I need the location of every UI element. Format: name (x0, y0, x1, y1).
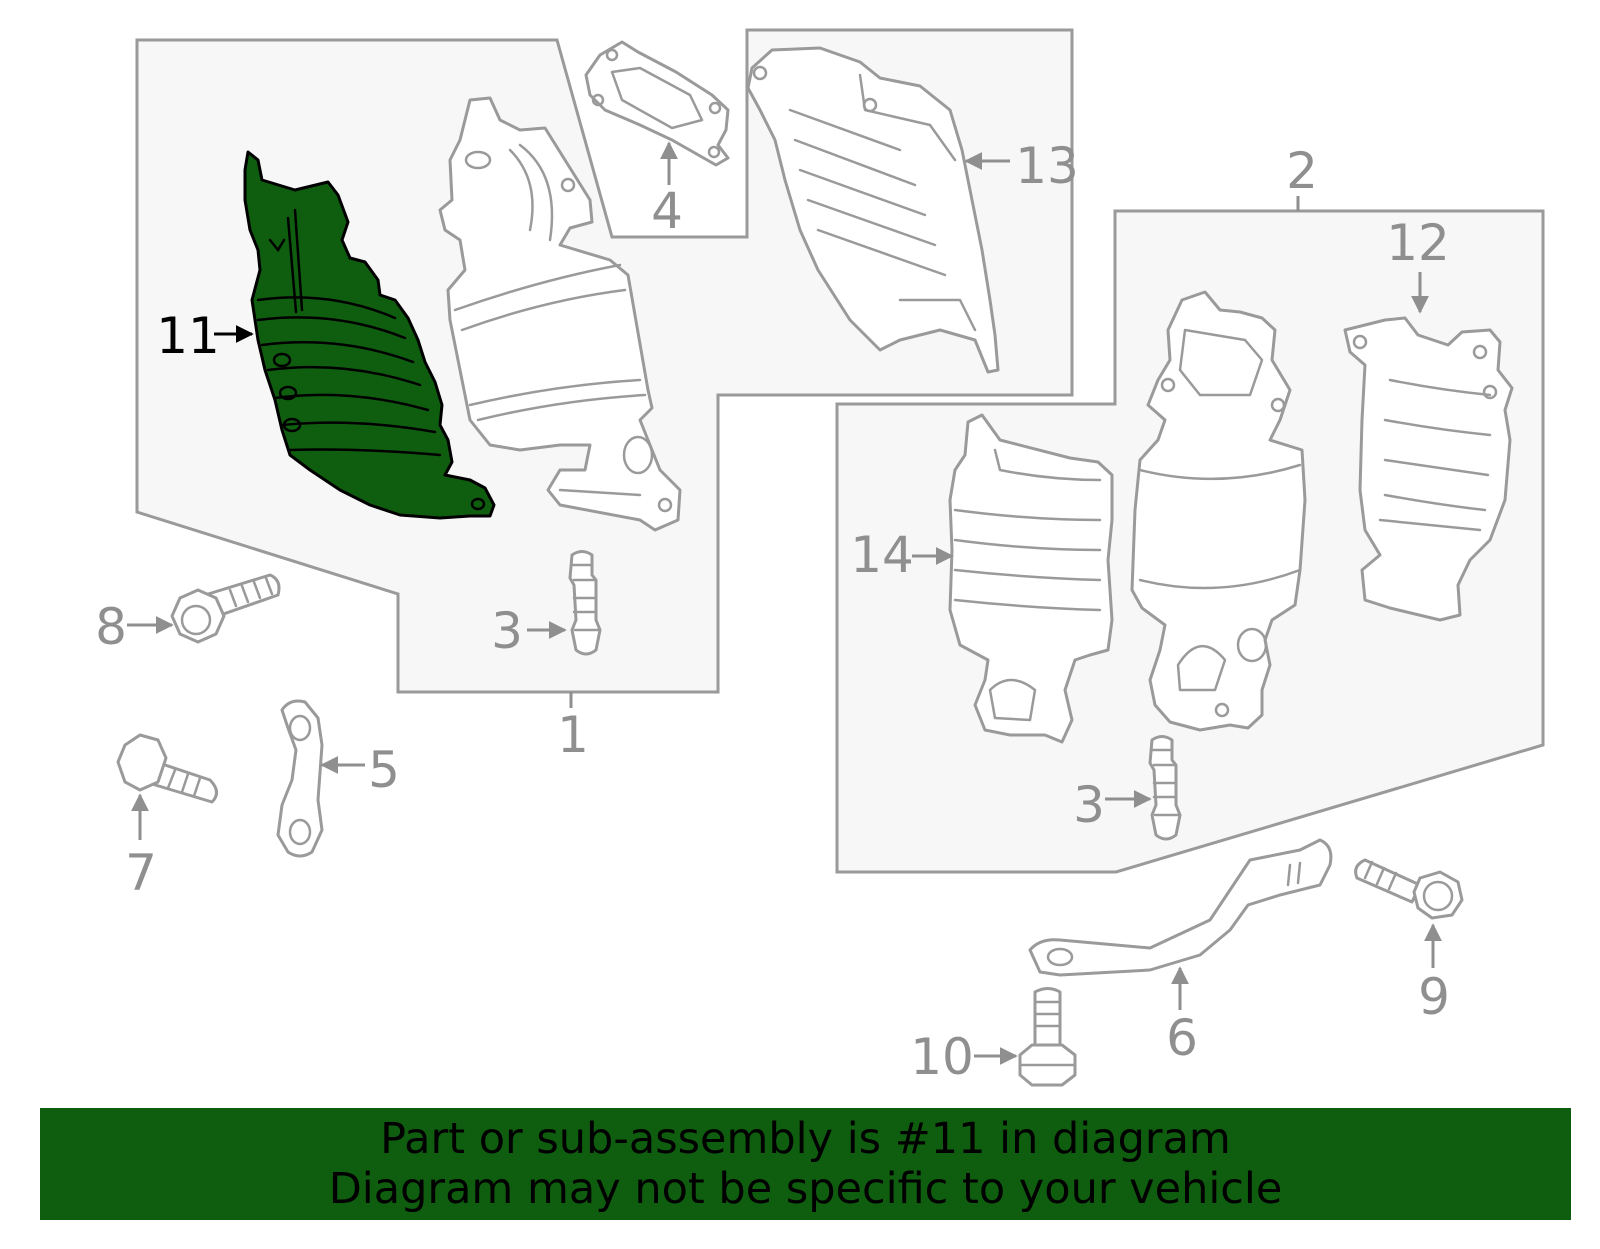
bracket-part-6 (1028, 838, 1333, 977)
callout-3a: 3 (491, 602, 523, 660)
callout-6: 6 (1166, 1009, 1198, 1067)
heat-shield-part-14 (948, 413, 1114, 744)
bolt-part-8 (170, 573, 281, 644)
bracket-part-5 (276, 699, 324, 858)
bolt-part-10 (1018, 987, 1077, 1087)
banner-line-1: Part or sub-assembly is #11 in diagram (380, 1114, 1231, 1164)
callout-4: 4 (651, 182, 683, 240)
callout-3b: 3 (1073, 776, 1105, 834)
callout-1: 1 (557, 706, 589, 764)
heat-shield-part-12 (1343, 316, 1514, 622)
callout-5: 5 (368, 741, 400, 799)
callout-10: 10 (910, 1028, 974, 1086)
callout-2: 2 (1286, 142, 1318, 200)
sensor-part-3-lower (1148, 735, 1182, 841)
callout-11: 11 (156, 307, 220, 365)
callout-9: 9 (1418, 968, 1450, 1026)
banner-line-2: Diagram may not be specific to your vehi… (328, 1164, 1283, 1214)
bolt-part-7 (116, 733, 218, 804)
converter-assembly-2 (1130, 290, 1307, 732)
callout-14: 14 (850, 526, 914, 584)
converter-assembly-1 (438, 96, 682, 532)
heat-shield-part-11 (243, 150, 496, 520)
callout-12: 12 (1386, 214, 1450, 272)
sensor-part-3-upper (568, 550, 602, 656)
gasket-part-4 (584, 40, 730, 167)
heat-shield-part-13 (746, 46, 1000, 374)
info-banner: Part or sub-assembly is #11 in diagram D… (40, 1108, 1571, 1220)
callout-8: 8 (95, 598, 127, 656)
callout-13: 13 (1015, 137, 1079, 195)
bolt-part-9 (1354, 858, 1464, 920)
callout-7: 7 (125, 844, 157, 902)
